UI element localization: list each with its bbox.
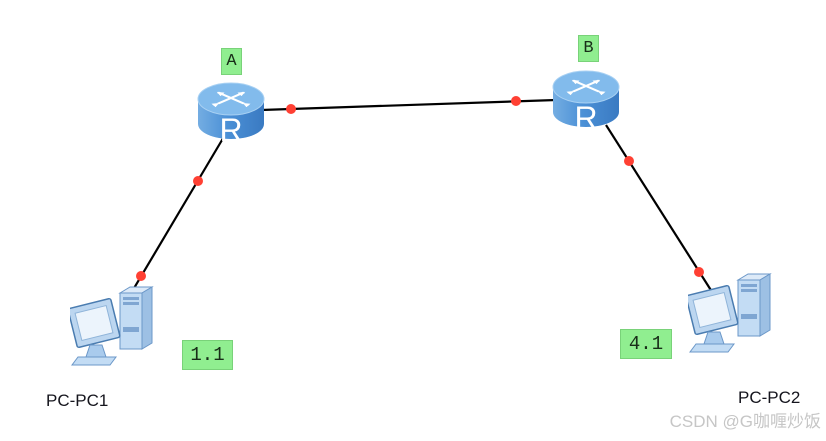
router-icon	[550, 65, 622, 133]
device-name-pc1: PC-PC1	[46, 391, 109, 410]
device-name-pc2: PC-PC2	[738, 388, 801, 407]
pc-icon	[67, 286, 153, 366]
label-router-b[interactable]: B	[578, 35, 599, 62]
device-router-b[interactable]	[550, 65, 622, 138]
link-router-b-pc2[interactable]	[605, 124, 715, 296]
link-router-a-router-b[interactable]	[230, 97, 587, 113]
router-icon	[195, 77, 267, 145]
watermark: CSDN @G咖喱炒饭	[669, 412, 821, 431]
device-pc2[interactable]	[685, 272, 772, 361]
port-indicator-router-a-lan	[193, 176, 203, 186]
port-indicator-router-b-lan	[624, 156, 634, 166]
device-router-a[interactable]	[195, 77, 267, 150]
pc-icon	[685, 273, 771, 353]
port-indicator-router-b-ge	[511, 96, 521, 106]
port-indicator-router-a-ge	[286, 104, 296, 114]
device-pc1[interactable]	[67, 285, 154, 374]
label-pc2-ip[interactable]: 4.1	[620, 329, 672, 359]
port-indicator-pc1	[136, 271, 146, 281]
label-router-a[interactable]: A	[221, 48, 242, 75]
port-indicator-pc2	[694, 267, 704, 277]
label-pc1-ip[interactable]: 1.1	[182, 340, 233, 370]
